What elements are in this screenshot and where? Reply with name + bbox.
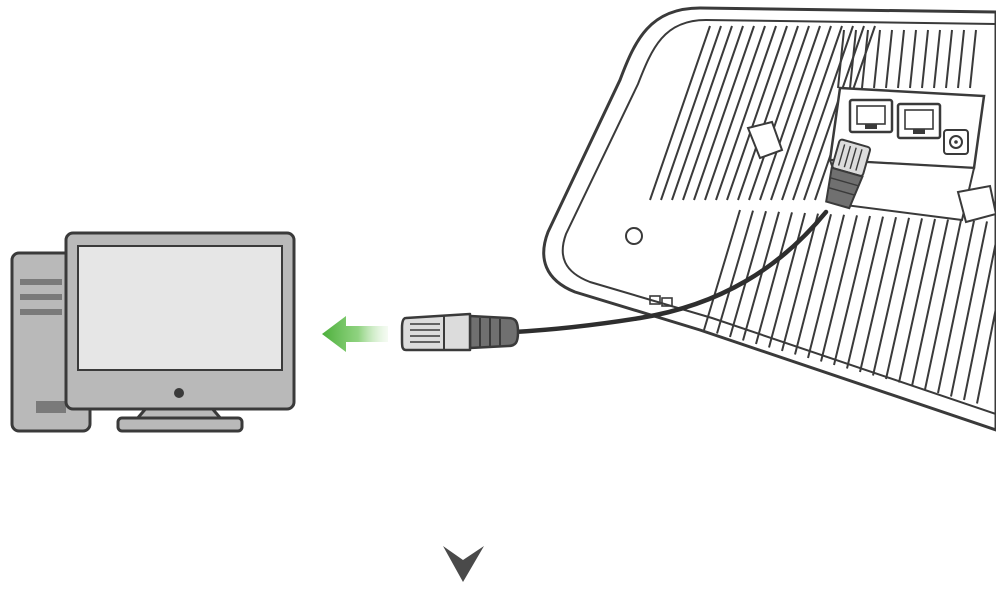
heat-sink-fin bbox=[873, 29, 881, 89]
ap-side-connector bbox=[825, 138, 872, 210]
access-point-rim bbox=[561, 18, 996, 415]
heat-sink-fin bbox=[794, 213, 832, 355]
heat-sink-fin bbox=[820, 215, 858, 362]
heat-sink-fin bbox=[649, 25, 711, 201]
heat-sink-fin bbox=[898, 218, 936, 383]
heat-sink-fin bbox=[924, 219, 962, 390]
heat-sink-fin bbox=[969, 29, 977, 89]
ethernet-port-1 bbox=[848, 98, 894, 134]
heat-sink-fin bbox=[846, 216, 884, 369]
mount-slot-left bbox=[746, 120, 784, 160]
heat-sink-fin bbox=[768, 212, 806, 348]
heat-sink-fin bbox=[704, 25, 766, 201]
heat-sink-fin bbox=[807, 214, 845, 359]
heat-sink-fin bbox=[921, 29, 929, 89]
heat-sink-fin bbox=[729, 210, 767, 338]
heat-sink-fin bbox=[682, 25, 744, 201]
heat-sink-fin bbox=[748, 25, 810, 201]
access-point-device bbox=[542, 6, 996, 432]
heat-sink-fin bbox=[849, 29, 857, 89]
heat-sink-fin bbox=[671, 25, 733, 201]
heat-sink-fin bbox=[781, 213, 819, 352]
power-jack bbox=[943, 129, 969, 155]
desktop-computer-icon bbox=[10, 231, 296, 433]
heat-sink-fin bbox=[742, 211, 780, 341]
rj45-head bbox=[400, 312, 472, 352]
heat-sink-fin bbox=[872, 217, 910, 376]
rj45-plug bbox=[400, 312, 520, 352]
heat-sink-fin bbox=[885, 29, 893, 89]
heat-sink-fin bbox=[660, 25, 722, 201]
monitor-base bbox=[116, 416, 244, 433]
access-point-body bbox=[542, 6, 996, 432]
ethernet-cable bbox=[511, 209, 829, 335]
heat-sink-fin bbox=[837, 29, 845, 89]
monitor-power-button bbox=[174, 388, 184, 398]
heat-sink-fin bbox=[911, 219, 949, 387]
heat-sink-fin bbox=[885, 218, 923, 380]
heat-sink-fin bbox=[781, 25, 843, 201]
heat-sink-fin bbox=[715, 25, 777, 201]
heat-sink-fin bbox=[759, 25, 821, 201]
screw-hole bbox=[625, 227, 643, 245]
vent-slots bbox=[649, 295, 673, 307]
heat-sink-fin bbox=[976, 302, 996, 404]
heat-sink-fin bbox=[859, 216, 897, 373]
heat-sink-fin bbox=[897, 29, 905, 89]
heat-sink-fin bbox=[833, 215, 871, 366]
heat-sink-fin bbox=[950, 221, 988, 397]
monitor-screen bbox=[77, 245, 283, 371]
heat-sink-fin bbox=[737, 25, 799, 201]
mount-slot-right bbox=[956, 184, 996, 224]
chevron-down-icon bbox=[443, 546, 484, 582]
heat-sink-fin bbox=[909, 29, 917, 89]
heat-sink-fin bbox=[792, 25, 854, 201]
heat-sink-fin bbox=[703, 209, 741, 331]
heat-sink-fin bbox=[957, 29, 965, 89]
heat-sink-fin bbox=[933, 29, 941, 89]
heat-sink-fin bbox=[755, 212, 793, 345]
left-arrow-icon bbox=[322, 316, 388, 352]
ethernet-port-2 bbox=[896, 102, 942, 140]
heat-sink-fin bbox=[861, 29, 869, 89]
heat-sink-fin bbox=[693, 25, 755, 201]
heat-sink-fins bbox=[649, 25, 996, 404]
heat-sink-fin bbox=[963, 236, 996, 401]
heat-sink-fin bbox=[726, 25, 788, 201]
heat-sink-fin bbox=[945, 29, 953, 89]
heat-sink-fin bbox=[770, 25, 832, 201]
rj45-boot bbox=[468, 314, 520, 350]
heat-sink-fin bbox=[937, 220, 975, 394]
heat-sink-fin bbox=[716, 210, 754, 334]
